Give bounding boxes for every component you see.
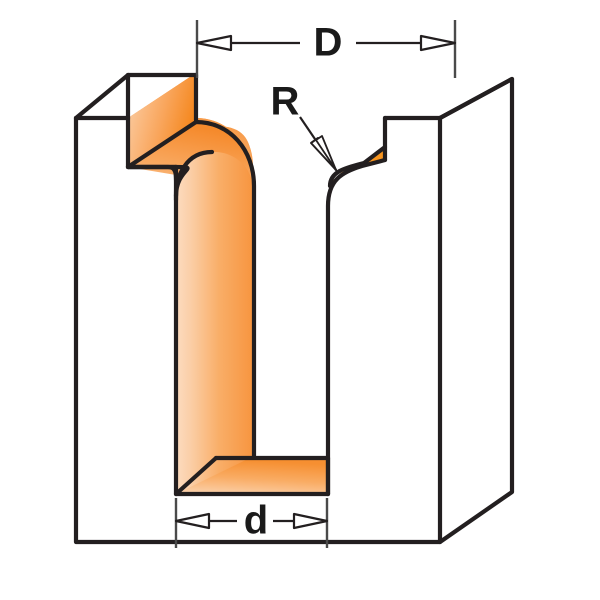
- dim-d-label: d: [244, 499, 268, 543]
- groove-floor-left-bevel: [173, 455, 219, 497]
- workpiece-right-block: [330, 79, 512, 545]
- cove-upper-face: [128, 122, 254, 196]
- left-block-top-surface: [76, 73, 196, 118]
- step-band-lower-edge: [125, 119, 199, 170]
- workpiece-left-block: [76, 73, 196, 542]
- dim-D-arrow-right: [419, 34, 457, 52]
- dim-R-arrow-inner: [315, 135, 337, 171]
- left-top-edge-bevel: [73, 72, 131, 121]
- fillet-inner-edge: [327, 144, 388, 189]
- right-block-face: [330, 79, 512, 545]
- dim-d-arrow-left: [174, 512, 211, 530]
- dim-D-arrow-left: [195, 34, 233, 52]
- dimension-D: D: [195, 20, 457, 78]
- left-profile-composite: [128, 73, 254, 494]
- outline-group: [73, 72, 515, 545]
- left-block-front-face: [76, 118, 176, 542]
- dimension-R: R: [271, 80, 337, 171]
- right-top-bevel: [437, 76, 515, 121]
- cove-concave-curve: [125, 164, 179, 203]
- wall-right-profile-edge: [193, 119, 257, 459]
- groove-right-wall-with-fillet: [325, 157, 388, 497]
- dimension-d: d: [174, 498, 329, 548]
- wall-main-body: [176, 152, 254, 494]
- step-back-band: [128, 73, 196, 167]
- dim-R-label: R: [271, 80, 300, 124]
- dim-D-label: D: [314, 21, 343, 65]
- dim-d-arrow-right: [292, 512, 329, 530]
